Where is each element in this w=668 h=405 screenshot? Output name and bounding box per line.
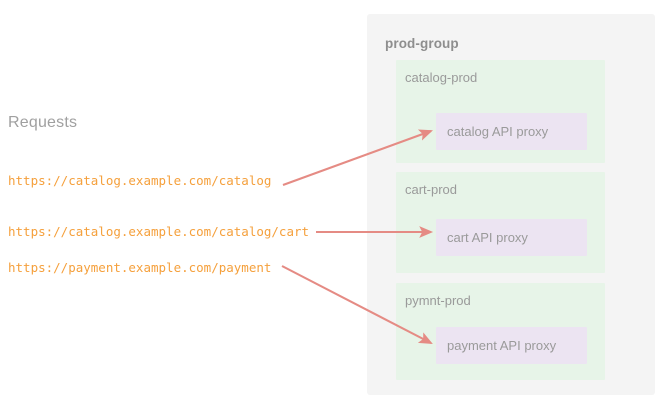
proxy-box-catalog-api-proxy: catalog API proxy — [436, 113, 587, 150]
proxy-label-payment-api-proxy: payment API proxy — [447, 338, 557, 353]
proxy-label-cart-api-proxy: cart API proxy — [447, 230, 528, 245]
proxy-box-cart-api-proxy: cart API proxy — [436, 219, 587, 256]
proxy-label-catalog-api-proxy: catalog API proxy — [447, 124, 549, 139]
namespace-label-cart-prod: cart-prod — [405, 182, 458, 197]
namespace-label-pymnt-prod: pymnt-prod — [405, 293, 471, 308]
request-url-catalog: https://catalog.example.com/catalog — [8, 173, 272, 188]
request-url-payment: https://payment.example.com/payment — [8, 260, 272, 275]
namespace-label-catalog-prod: catalog-prod — [405, 70, 478, 85]
requests-heading: Requests — [8, 114, 78, 131]
prod-group-title: prod-group — [385, 36, 459, 51]
request-url-cart: https://catalog.example.com/catalog/cart — [8, 224, 310, 239]
proxy-box-payment-api-proxy: payment API proxy — [436, 327, 587, 364]
